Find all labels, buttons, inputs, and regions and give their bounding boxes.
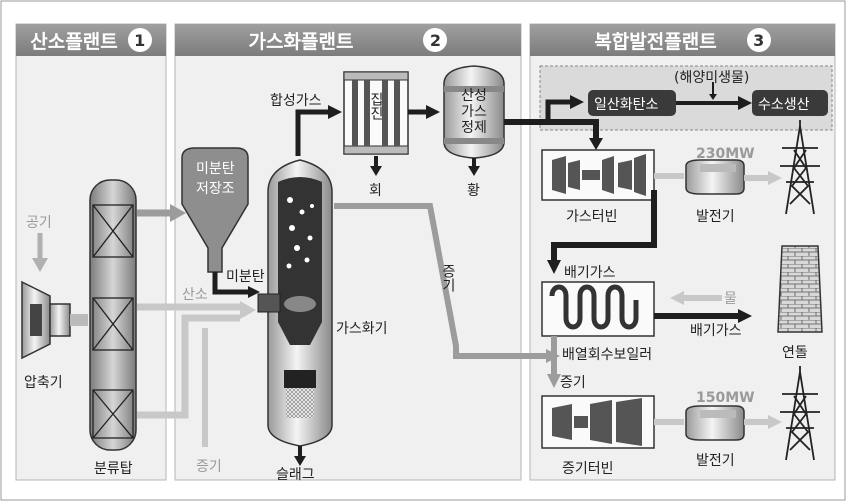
label-steam-left: 증기: [196, 459, 222, 475]
label-fractionation-tower: 분류탑: [94, 461, 133, 477]
co-box: [588, 90, 676, 116]
label-syngas: 합성가스: [270, 93, 322, 109]
label-generator-top: 발전기: [696, 209, 735, 225]
label-marine-microbes: (해양미생물): [674, 70, 750, 86]
label-hydrogen-production: 수소생산: [758, 97, 810, 113]
steam-turbine: [541, 395, 655, 449]
label-steam-right: 증기: [560, 375, 586, 391]
label-hrsg: 배열회수보일러: [562, 347, 653, 363]
section-title: 복합발전플랜트: [594, 30, 717, 53]
generator-bottom: [685, 405, 745, 441]
compressor: [21, 280, 88, 360]
gasifier: [257, 159, 333, 447]
gas-turbine: [541, 149, 655, 201]
label-steam-turbine: 증기터빈: [562, 461, 614, 477]
label-slag: 슬래그: [276, 467, 315, 483]
label-output-gas: 230MW: [696, 146, 755, 162]
label-air: 공기: [26, 215, 52, 231]
label-storage-line2: 저장조: [196, 181, 235, 197]
label-steam-mid: 증기: [440, 264, 456, 292]
acid-gas-refining: [443, 65, 505, 159]
syngas-arrow: [295, 109, 330, 156]
label-generator-bottom: 발전기: [696, 453, 735, 469]
label-exhaust-gas-out: 배기가스: [690, 323, 742, 339]
coal-feed-arrow: [212, 272, 250, 295]
label-oxygen: 산소: [182, 287, 208, 303]
label-compressor: 압축기: [24, 375, 63, 391]
label-chimney: 연돌: [782, 345, 808, 361]
section-header-combined-cycle: 복합발전플랜트 3: [530, 24, 835, 56]
label-gasifier: 가스화기: [336, 321, 388, 337]
pulverized-coal-storage: [181, 147, 249, 273]
section-number: 1: [127, 28, 152, 52]
fractionation-tower: [89, 179, 137, 451]
transmission-tower-bottom: [780, 366, 820, 461]
section-title: 가스화플랜트: [248, 30, 354, 53]
label-ash: 회: [369, 183, 382, 199]
steam-line: [334, 203, 548, 359]
label-acid-gas-refining: 산성 가스 정제: [461, 88, 487, 136]
label-exhaust-gas-in: 배기가스: [564, 265, 616, 281]
label-storage-line1: 미분탄: [196, 161, 235, 177]
generator-top: [685, 159, 745, 195]
dust-collector: [343, 71, 409, 155]
label-gas-turbine: 가스터빈: [566, 209, 618, 225]
section-header-oxygen: 산소플랜트 1: [16, 24, 166, 56]
section-header-gasification: 가스화플랜트 2: [175, 24, 521, 56]
label-sulfur: 황: [467, 183, 480, 199]
label-carbon-monoxide: 일산화탄소: [594, 97, 659, 113]
chimney: [777, 245, 823, 333]
label-pulverized-coal: 미분탄: [226, 269, 265, 285]
label-output-steam: 150MW: [696, 390, 755, 406]
h2-box: [752, 90, 828, 116]
transmission-tower-top: [780, 120, 820, 215]
section-number: 3: [746, 28, 771, 52]
section-number: 2: [423, 28, 448, 52]
section-title: 산소플랜트: [30, 30, 118, 53]
hrsg: [541, 281, 655, 337]
label-water: 물: [724, 291, 737, 307]
label-dust-collection: 집진: [368, 92, 384, 120]
